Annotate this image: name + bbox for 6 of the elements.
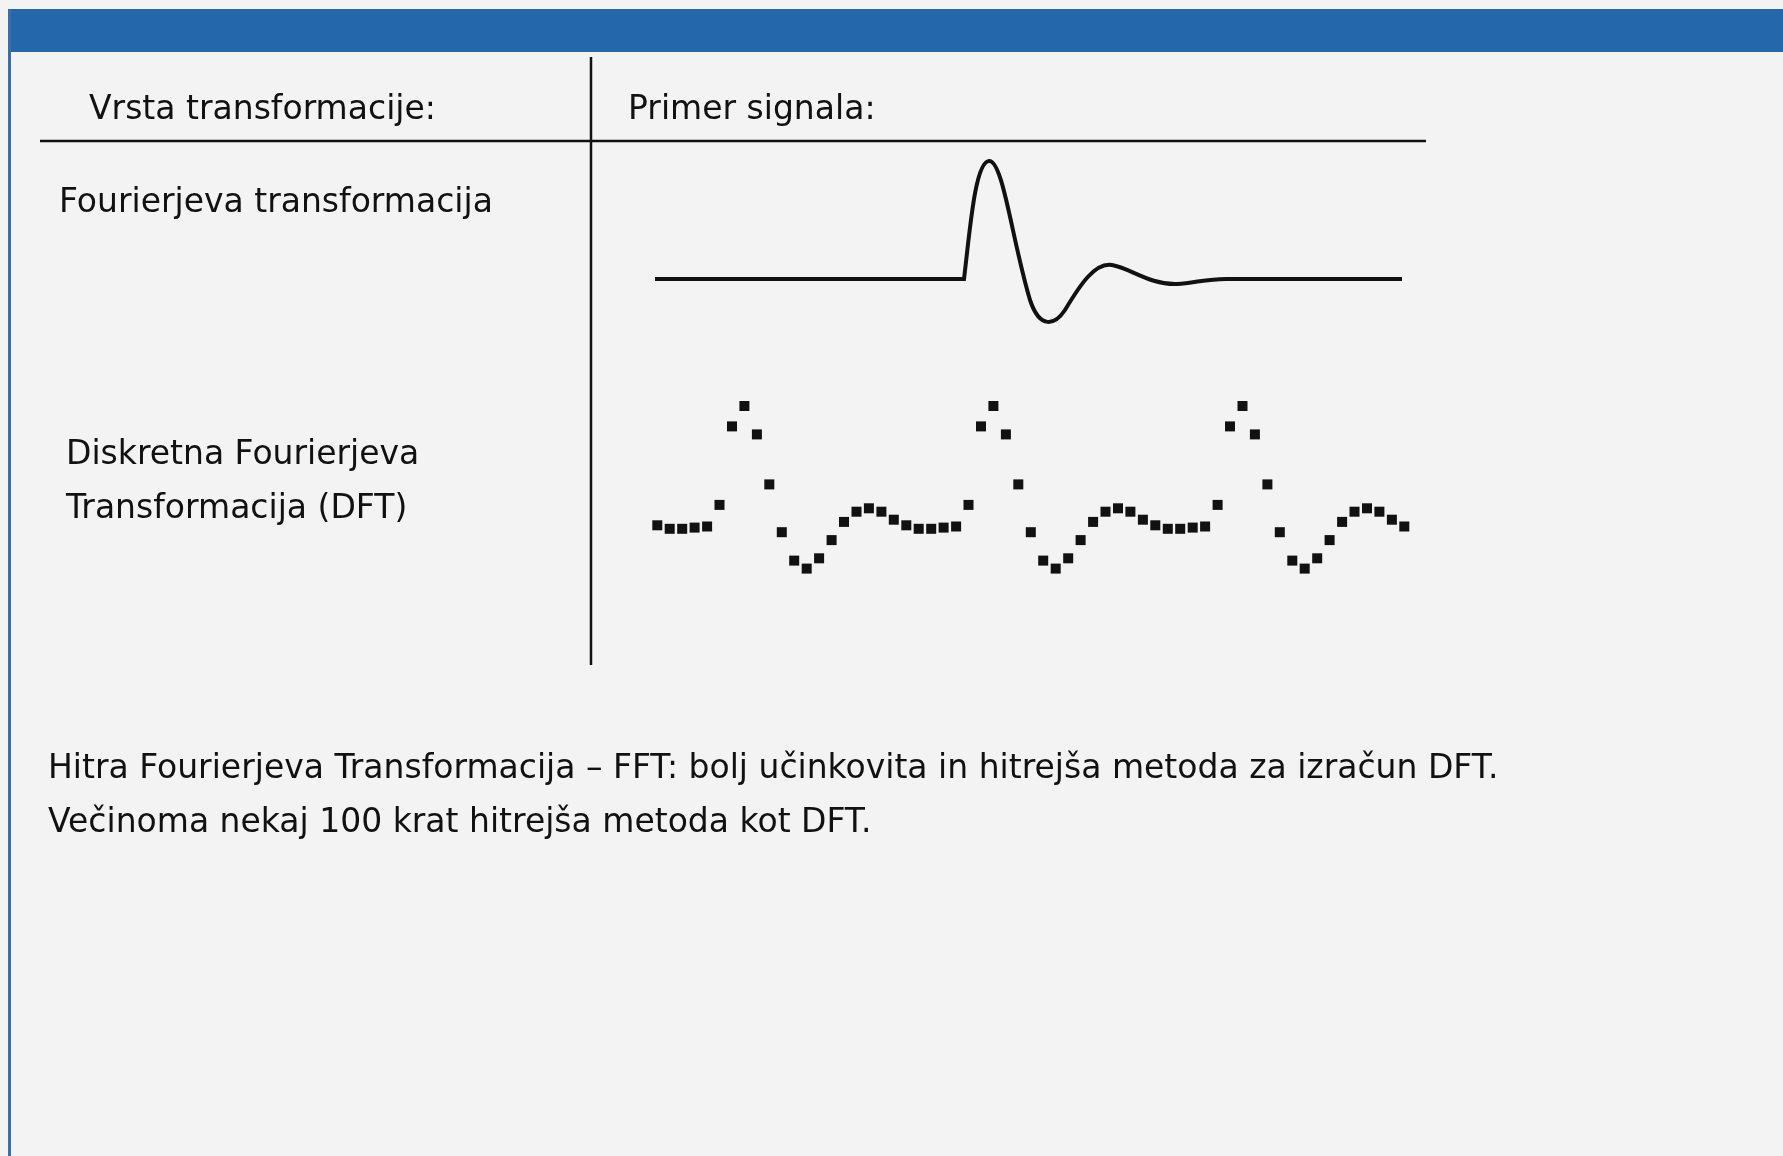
- note-text: Hitra Fourierjeva Transformacija – FFT: bolj učinkovita in hitrejša metoda za izračun DFT.: [48, 746, 1499, 788]
- column-header: Vrsta transformacije:: [89, 87, 436, 129]
- note-text: Večinoma nekaj 100 krat hitrejša metoda kot DFT.: [48, 800, 872, 842]
- column-header: Primer signala:: [628, 87, 876, 129]
- row-label: Fourierjeva transformacija: [59, 180, 493, 222]
- row-label: Diskretna Fourierjeva Transformacija (DFT): [66, 432, 421, 528]
